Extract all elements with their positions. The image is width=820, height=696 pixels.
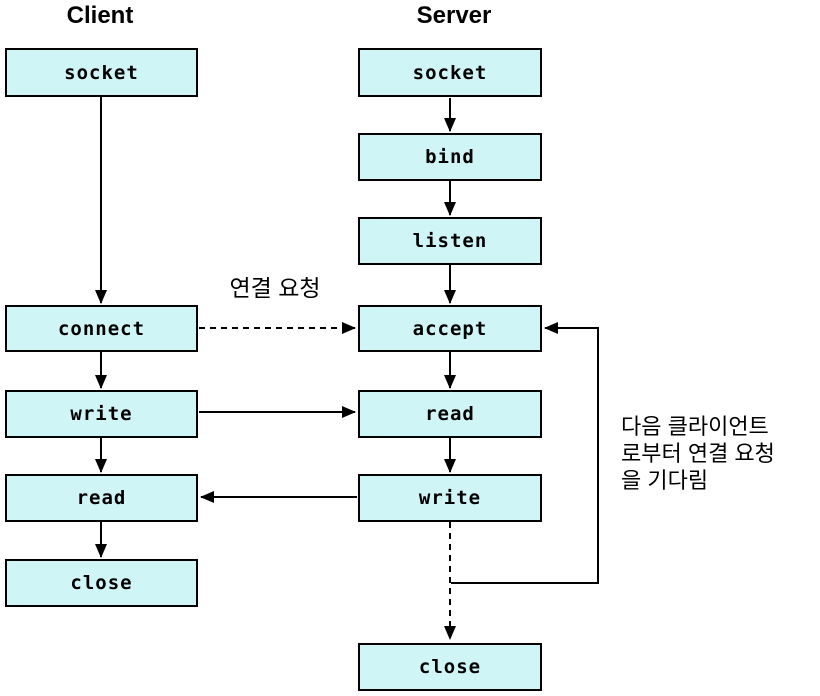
client-step-write: write — [5, 390, 198, 438]
client-column-title: Client — [66, 2, 134, 29]
client-step-socket: socket — [5, 48, 198, 97]
wait-note-line: 다음 클라이언트 — [621, 414, 769, 439]
server-step-listen: listen — [358, 217, 542, 265]
wait-note-line: 로부터 연결 요청 — [621, 441, 775, 466]
connection-request-label: 연결 요청 — [229, 275, 321, 301]
wait-for-next-client-note: 다음 클라이언트 로부터 연결 요청 을 기다림 — [621, 413, 775, 494]
server-column-title: Server — [416, 2, 492, 29]
server-step-accept: accept — [358, 305, 542, 352]
server-step-close: close — [358, 643, 542, 691]
server-step-read: read — [358, 390, 542, 438]
client-step-read: read — [5, 474, 198, 522]
server-step-bind: bind — [358, 133, 542, 181]
client-step-connect: connect — [5, 305, 198, 352]
server-step-write: write — [358, 474, 542, 522]
client-step-close: close — [5, 559, 198, 607]
wait-note-line: 을 기다림 — [621, 468, 709, 493]
arrow-loop-back-to-accept — [451, 322, 599, 584]
server-step-socket: socket — [358, 48, 542, 97]
